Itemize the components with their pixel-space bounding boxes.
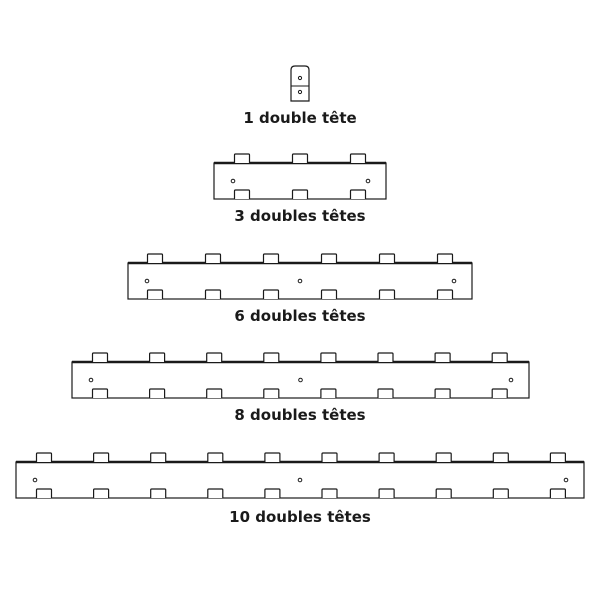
hook-bottom (435, 488, 452, 498)
rack-10-hooks (15, 452, 585, 499)
hook-bottom (378, 488, 395, 498)
hook-bottom (492, 488, 509, 498)
screw-hole (230, 178, 236, 184)
caption-rack-8: 8 doubles têtes (234, 406, 366, 424)
hook-top (146, 253, 164, 263)
caption-rack-3: 3 doubles têtes (234, 207, 366, 225)
hook-bottom (93, 488, 110, 498)
hook-bottom (35, 488, 53, 498)
hook-top (150, 452, 167, 462)
hook-top (264, 452, 281, 462)
hook-top (435, 452, 452, 462)
hook-top (204, 253, 222, 263)
hook-top (321, 452, 338, 462)
screw-hole (563, 477, 569, 483)
rack-8-hooks (71, 352, 530, 399)
double-hook-body (290, 65, 310, 102)
hook-bottom (149, 388, 166, 398)
hook-top (320, 253, 338, 263)
hook-bottom (146, 289, 164, 299)
rack-3-hooks (213, 153, 387, 200)
screw-hole (297, 477, 303, 483)
hook-bottom (233, 189, 251, 199)
screw-hole (508, 377, 514, 383)
screw-hole (451, 278, 457, 284)
hook-top (263, 352, 280, 362)
hook-bottom (321, 488, 338, 498)
hook-bottom (320, 289, 338, 299)
hook-top (206, 352, 223, 362)
hook-bottom (264, 488, 281, 498)
hook-top (378, 253, 396, 263)
screw-hole (88, 377, 94, 383)
rack-6-hooks (127, 253, 473, 300)
hook-top (349, 153, 367, 163)
screw-hole (365, 178, 371, 184)
hook-top (378, 452, 395, 462)
hook-top (491, 352, 508, 362)
hook-bottom (206, 388, 223, 398)
hook-top (149, 352, 166, 362)
hook-top (91, 352, 109, 362)
hook-bottom (320, 388, 337, 398)
screw-hole (297, 75, 303, 81)
hook-bottom (262, 289, 280, 299)
hook-bottom (434, 388, 451, 398)
hook-top (93, 452, 110, 462)
hook-top (291, 153, 309, 163)
hook-top (233, 153, 251, 163)
screw-hole (297, 278, 303, 284)
hook-top (262, 253, 280, 263)
screw-hole (297, 89, 303, 95)
hook-bottom (150, 488, 167, 498)
hook-top (35, 452, 53, 462)
hook-bottom (377, 388, 394, 398)
caption-rack-10: 10 doubles têtes (229, 508, 371, 526)
hook-top (377, 352, 394, 362)
hook-bottom (378, 289, 396, 299)
hook-bottom (349, 189, 367, 199)
hook-bottom (291, 189, 309, 199)
screw-hole (144, 278, 150, 284)
hook-top (434, 352, 451, 362)
hook-top (207, 452, 224, 462)
caption-rack-1: 1 double tête (243, 109, 357, 127)
rack-single-hook (290, 65, 310, 102)
caption-rack-6: 6 doubles têtes (234, 307, 366, 325)
hook-top (549, 452, 566, 462)
hook-bottom (207, 488, 224, 498)
screw-hole (298, 377, 303, 383)
hook-top (492, 452, 509, 462)
hook-bottom (436, 289, 454, 299)
hook-bottom (204, 289, 222, 299)
screw-hole (32, 477, 38, 483)
hook-bottom (549, 488, 566, 498)
hook-top (320, 352, 337, 362)
hook-bottom (263, 388, 280, 398)
hook-bottom (491, 388, 508, 398)
hook-top (436, 253, 454, 263)
hook-bottom (91, 388, 109, 398)
